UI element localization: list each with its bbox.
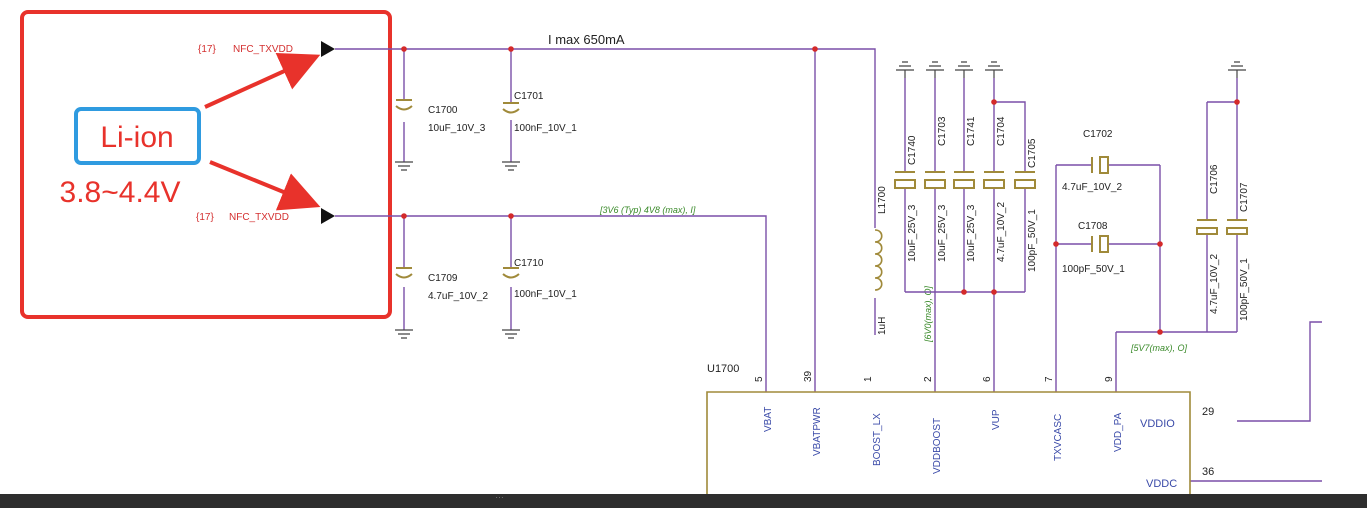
- ic-u1700: U1700 5 VBAT 39 VBATPWR 1 BOOST_LX 2 VDD…: [706, 363, 1214, 508]
- c1705-val: 100pF_50V_1: [1027, 209, 1038, 272]
- pin-num: 39: [803, 370, 814, 382]
- inductor-l1700: [868, 228, 883, 298]
- junctions: [401, 46, 1240, 335]
- pin-num: 29: [1202, 406, 1214, 418]
- ic-pin-vdd-pa: 9 VDD_PA: [1104, 376, 1124, 452]
- pin-num: 1: [863, 376, 874, 382]
- component-labels: C1700 10uF_10V_3 C1701 100nF_10V_1 C1709…: [428, 91, 1250, 335]
- ic-pin-boost-lx: 1 BOOST_LX: [863, 376, 883, 466]
- pin-name: BOOST_LX: [872, 413, 883, 466]
- c1708-val: 100pF_50V_1: [1062, 264, 1125, 275]
- c1706-ref: C1706: [1209, 164, 1220, 194]
- c1741-ref: C1741: [966, 116, 977, 146]
- voltage-range: 3.8~4.4V: [60, 176, 181, 209]
- c1703-val: 10uF_25V_3: [937, 204, 948, 262]
- c1709-ref: C1709: [428, 273, 458, 284]
- battery-label: Li-ion: [100, 121, 173, 154]
- pin-num: 7: [1044, 376, 1055, 382]
- battery-box: [74, 107, 201, 165]
- c1740-val: 10uF_25V_3: [907, 204, 918, 262]
- c1704-ref: C1704: [996, 116, 1007, 146]
- ground-symbols: [395, 61, 1246, 339]
- current-note: I max 650mA: [548, 32, 625, 47]
- vddboost-note: [6V0(max), O]: [923, 285, 933, 343]
- c1707-val: 100pF_50V_1: [1239, 258, 1250, 321]
- net-ref-bottom: {17}: [196, 212, 214, 223]
- pin-name: VDDBOOST: [932, 418, 943, 474]
- arrow-to-top-net: [204, 53, 321, 109]
- ic-pin-txvcasc: 7 TXVCASC: [1044, 376, 1064, 461]
- ic-ref: U1700: [707, 363, 739, 375]
- net-name-top: NFC_TXVDD: [233, 44, 293, 55]
- pin-num: 6: [982, 376, 993, 382]
- c1708-ref: C1708: [1078, 221, 1108, 232]
- pin-num: 36: [1202, 466, 1214, 478]
- ic-pin-vbat: 5 VBAT: [754, 376, 774, 432]
- net-ref-top: {17}: [198, 44, 216, 55]
- ic-pin-vbatpwr: 39 VBATPWR: [803, 370, 823, 456]
- c1710-ref: C1710: [514, 258, 544, 269]
- footer-text: …: [495, 490, 504, 500]
- c1707-ref: C1707: [1239, 182, 1250, 212]
- l1700-val: 1uH: [877, 317, 888, 335]
- ic-pin-vddc: VDDC 36: [1146, 466, 1214, 490]
- arrow-to-bottom-net: [209, 160, 321, 211]
- capacitor-symbols: [395, 99, 1248, 279]
- pin-name: VDD_PA: [1113, 412, 1124, 452]
- c1700-ref: C1700: [428, 105, 458, 116]
- c1705-ref: C1705: [1027, 138, 1038, 168]
- c1701-ref: C1701: [514, 91, 544, 102]
- c1710-val: 100nF_10V_1: [514, 289, 577, 300]
- c1702-val: 4.7uF_10V_2: [1062, 182, 1122, 193]
- c1709-val: 4.7uF_10V_2: [428, 291, 488, 302]
- net-port-bottom: [321, 208, 335, 224]
- vddpa-note: [5V7(max), O]: [1130, 343, 1188, 353]
- net-port-top: [321, 41, 335, 57]
- pin-name: VDDC: [1146, 478, 1177, 490]
- pin-name: VUP: [991, 409, 1002, 430]
- vbat-note: [3V6 (Typ) 4V8 (max), I]: [599, 205, 696, 215]
- ic-pin-vup: 6 VUP: [982, 376, 1002, 430]
- pin-num: 2: [923, 376, 934, 382]
- window-bottom-bar: …: [0, 490, 1367, 508]
- c1703-ref: C1703: [937, 116, 948, 146]
- c1741-val: 10uF_25V_3: [966, 204, 977, 262]
- l1700-ref: L1700: [877, 186, 888, 214]
- c1704-val: 4.7uF_10V_2: [996, 202, 1007, 262]
- c1706-val: 4.7uF_10V_2: [1209, 254, 1220, 314]
- pin-name: TXVCASC: [1053, 414, 1064, 461]
- pin-name: VBAT: [763, 407, 774, 432]
- c1700-val: 10uF_10V_3: [428, 123, 486, 134]
- pin-num: 5: [754, 376, 765, 382]
- pin-name: VDDIO: [1140, 418, 1175, 430]
- net-name-bottom: NFC_TXVDD: [229, 212, 289, 223]
- annotation-border: [20, 10, 392, 319]
- c1701-val: 100nF_10V_1: [514, 123, 577, 134]
- ic-pin-vddboost: 2 VDDBOOST: [923, 376, 943, 474]
- pin-name: VBATPWR: [812, 407, 823, 456]
- c1740-ref: C1740: [907, 135, 918, 165]
- ic-pin-vddio: VDDIO 29: [1140, 406, 1214, 430]
- wires: [335, 48, 1322, 482]
- c1702-ref: C1702: [1083, 129, 1113, 140]
- pin-num: 9: [1104, 376, 1115, 382]
